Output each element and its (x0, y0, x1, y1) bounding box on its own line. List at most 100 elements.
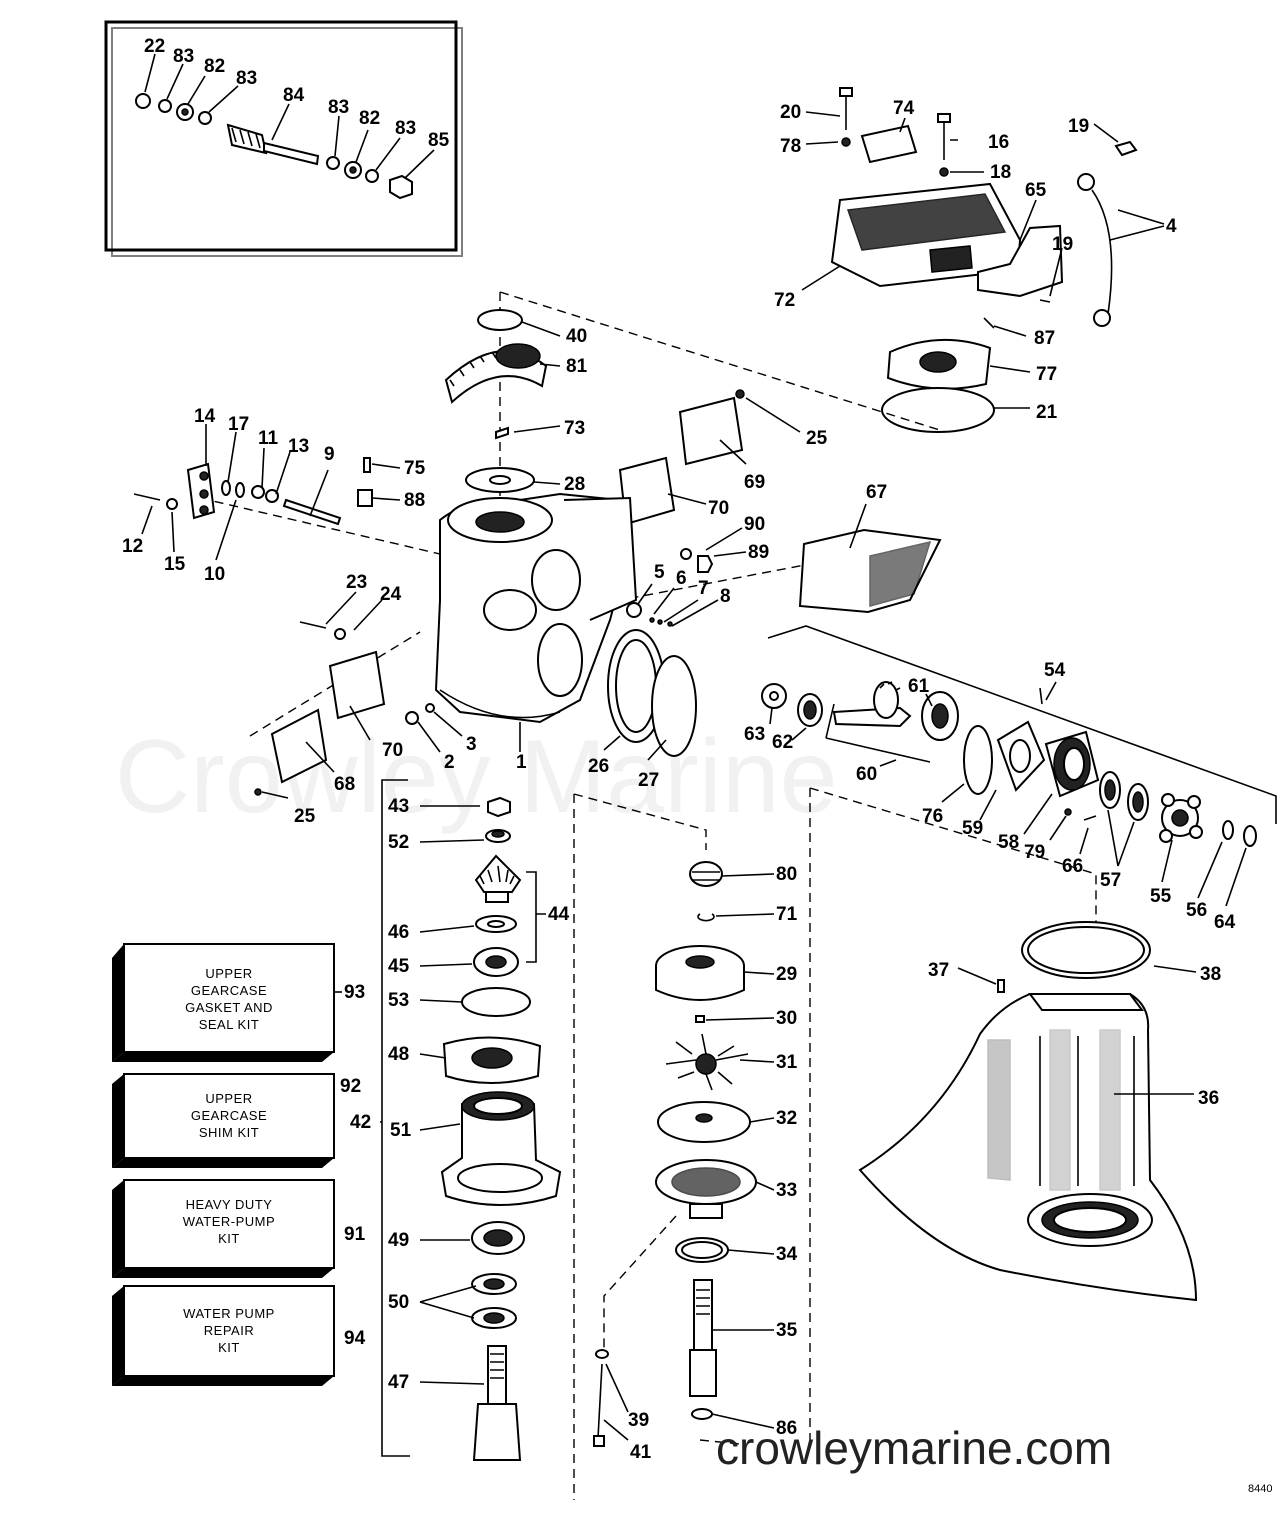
callout: 14 (194, 406, 216, 427)
kit-label: UPPER (205, 1091, 252, 1106)
callout: 74 (893, 98, 915, 119)
callout: 88 (404, 490, 425, 511)
callout: 30 (776, 1008, 797, 1029)
callout: 31 (776, 1052, 798, 1073)
callout: 52 (388, 832, 409, 853)
callout: 15 (164, 554, 186, 575)
callout: 51 (390, 1120, 412, 1141)
kit-box-shim: UPPER GEARCASE SHIM KIT 92 (112, 1073, 361, 1168)
callout: 72 (774, 290, 795, 311)
kit-label: WATER PUMP (183, 1306, 275, 1321)
callout: 64 (1214, 912, 1236, 933)
kit-number: 92 (340, 1076, 361, 1097)
callout: 83 (395, 118, 416, 139)
callout: 89 (748, 542, 769, 563)
kit-label: SHIM KIT (199, 1125, 259, 1140)
callout: 25 (294, 806, 316, 827)
callout: 1 (516, 752, 527, 773)
callout: 83 (173, 46, 194, 67)
callout: 29 (776, 964, 797, 985)
callout: 22 (144, 36, 165, 57)
callout: 70 (382, 740, 403, 761)
callout: 55 (1150, 886, 1172, 907)
callout: 82 (204, 56, 225, 77)
callout: 83 (328, 97, 349, 118)
callout: 73 (564, 418, 585, 439)
callout: 75 (404, 458, 426, 479)
inset-box: 22 83 82 83 84 83 82 83 85 (104, 20, 463, 257)
drive-gear-part (444, 343, 548, 404)
callout: 17 (228, 414, 249, 435)
pinion-gear-part (474, 854, 522, 903)
kit-box-heavy-duty-pump: HEAVY DUTY WATER-PUMP KIT 91 (112, 1179, 366, 1278)
callout: 59 (962, 818, 983, 839)
callout: 7 (698, 578, 709, 599)
callout: 45 (388, 956, 410, 977)
ground-wire-part (1077, 173, 1113, 327)
watermark-text: Crowley Marine (115, 719, 837, 835)
callout: 38 (1200, 964, 1221, 985)
callout: 76 (922, 806, 943, 827)
bearing-housing-lower (440, 1091, 562, 1206)
callout: 24 (380, 584, 402, 605)
callout: 34 (776, 1244, 798, 1265)
callout: 40 (566, 326, 587, 347)
callout: 44 (548, 904, 570, 925)
kit-label: REPAIR (204, 1323, 254, 1338)
pump-impeller-part (665, 1033, 749, 1091)
callout: 50 (388, 1292, 409, 1313)
kit-label: GASKET AND (185, 1000, 273, 1015)
pump-plate-part (655, 1159, 757, 1219)
callout: 90 (744, 514, 765, 535)
cover-assembly (830, 182, 1022, 288)
callout: 70 (708, 498, 729, 519)
callout: 84 (283, 85, 305, 106)
water-pump-group: 80 71 29 30 31 32 33 34 35 39 41 86 (593, 861, 798, 1463)
callout: 5 (654, 562, 665, 583)
callout: 80 (776, 864, 797, 885)
callout: 57 (1100, 870, 1121, 891)
callout: 63 (744, 724, 765, 745)
callout: 23 (346, 572, 367, 593)
callout: 43 (388, 796, 409, 817)
callout: 46 (388, 922, 409, 943)
kit-label: HEAVY DUTY (186, 1197, 273, 1212)
callout: 86 (776, 1418, 797, 1439)
kit-label: WATER-PUMP (183, 1214, 275, 1229)
callout: 33 (776, 1180, 797, 1201)
bearing-housing-part (1044, 730, 1100, 798)
callout: 42 (350, 1112, 371, 1133)
callout: 49 (388, 1230, 409, 1251)
callout: 2 (444, 752, 455, 773)
impeller-part (1159, 793, 1203, 843)
kit-number: 93 (344, 982, 365, 1003)
housing-part (858, 993, 1198, 1302)
kit-label: GEARCASE (191, 983, 267, 998)
callout: 11 (258, 428, 279, 449)
kit-label: GEARCASE (191, 1108, 267, 1123)
callout: 21 (1036, 402, 1058, 423)
callout: 67 (866, 482, 887, 503)
callout: 85 (428, 130, 450, 151)
callout: 27 (638, 770, 659, 791)
callout: 36 (1198, 1088, 1219, 1109)
callout: 12 (122, 536, 143, 557)
kit-number: 94 (344, 1328, 366, 1349)
callout: 20 (780, 102, 801, 123)
callout: 79 (1024, 842, 1045, 863)
callout: 48 (388, 1044, 409, 1065)
callout: 35 (776, 1320, 798, 1341)
callout: 61 (908, 676, 930, 697)
callout: 4 (1166, 216, 1177, 237)
kit-box-pump-repair: WATER PUMP REPAIR KIT 94 (112, 1285, 366, 1386)
callout: 25 (806, 428, 828, 449)
callout: 56 (1186, 900, 1207, 921)
callout: 16 (988, 132, 1009, 153)
callout: 28 (564, 474, 585, 495)
gearcase-housing (434, 492, 638, 724)
callout: 9 (324, 444, 335, 465)
callout: 54 (1044, 660, 1066, 681)
callout: 8 (720, 586, 731, 607)
callout: 78 (780, 136, 801, 157)
